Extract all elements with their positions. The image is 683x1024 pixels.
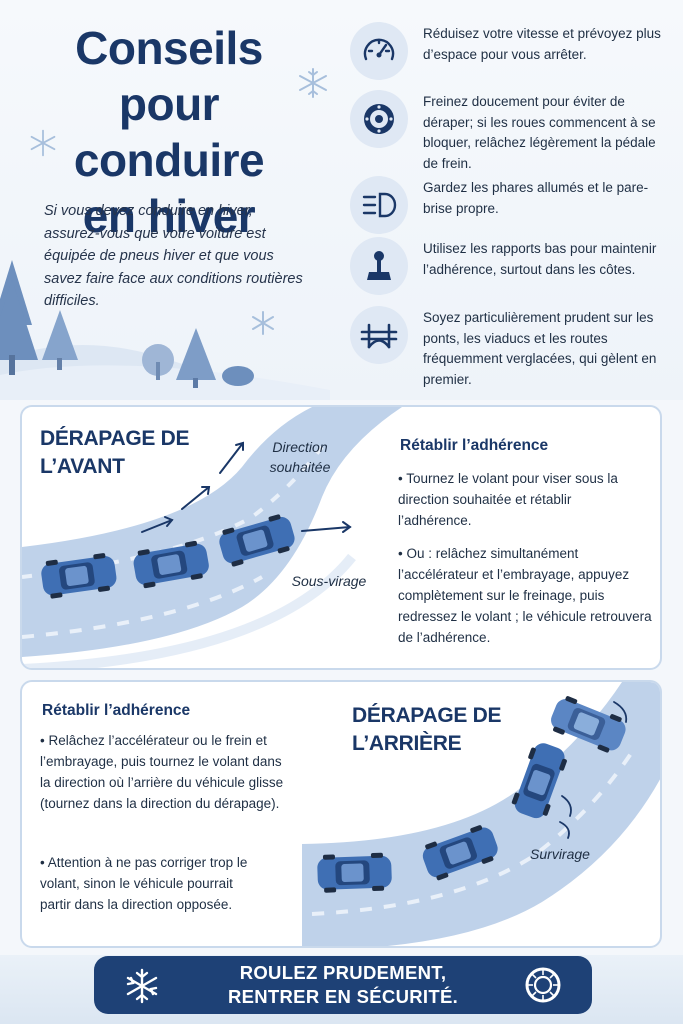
tip-braking: Freinez doucement pour éviter de déraper…	[346, 90, 676, 171]
headlight-icon	[350, 176, 408, 234]
oversteer-road-illustration	[302, 682, 660, 946]
speedometer-icon	[350, 22, 408, 80]
rear-recover-point-2: • Attention à ne pas corriger trop le vo…	[40, 855, 248, 912]
winter-tire-icon	[525, 967, 561, 1003]
front-recover-heading: Rétablir l’adhérence	[400, 437, 549, 454]
tip-low-gears: Utilisez les rapports bas pour maintenir…	[346, 237, 676, 301]
intro-text: Si vous devez conduire en hiver, assurez…	[44, 203, 303, 309]
desired-direction-label: Direction souhaitée	[269, 439, 331, 475]
front-skid-panel: DÉRAPAGE DE L’AVANT Direction souhaitée …	[20, 405, 662, 670]
snowflake-icon	[299, 68, 327, 98]
front-recover-point-1: • Tournez le volant pour viser sous la d…	[398, 471, 618, 528]
title-line-2: conduire	[73, 134, 265, 186]
tip-text: Soyez particulièrement prudent sur les p…	[423, 310, 657, 387]
gear-shift-icon	[350, 237, 408, 295]
rear-skid-title: DÉRAPAGE DE L’ARRIÈRE	[352, 704, 502, 755]
page-title: Conseils pour conduire en hiver	[24, 20, 314, 244]
tip-text: Gardez les phares allumés et le pare-bri…	[423, 180, 649, 216]
brake-disc-icon	[350, 90, 408, 148]
header-background	[0, 0, 683, 400]
rear-skid-panel: Rétablir l’adhérence • Relâchez l’accélé…	[20, 680, 662, 948]
tip-text: Freinez doucement pour éviter de déraper…	[423, 94, 656, 171]
title-line-3: en hiver	[82, 190, 256, 242]
understeer-label: Sous-virage	[291, 573, 367, 589]
banner-text: ROULEZ PRUDEMENT, RENTRER EN SÉCURITÉ.	[227, 962, 459, 1007]
car-icon	[317, 696, 626, 893]
tip-speed: Réduisez votre vitesse et prévoyez plus …	[346, 22, 676, 86]
tip-text: Utilisez les rapports bas pour maintenir…	[423, 241, 657, 277]
front-skid-title: DÉRAPAGE DE L’AVANT	[40, 427, 190, 478]
car-icon	[41, 514, 295, 599]
rear-recover-heading: Rétablir l’adhérence	[42, 702, 191, 719]
winter-landscape-illustration	[0, 260, 330, 400]
understeer-road-illustration	[22, 407, 402, 668]
tip-bridges: Soyez particulièrement prudent sur les p…	[346, 306, 676, 387]
rear-recover-point-1: • Relâchez l’accélérateur ou le frein et…	[40, 733, 284, 811]
front-recover-point-2: • Ou : relâchez simultanément l’accéléra…	[398, 546, 652, 645]
bridge-icon	[350, 306, 408, 364]
oversteer-label: Survirage	[530, 846, 590, 862]
safety-banner: ROULEZ PRUDEMENT, RENTRER EN SÉCURITÉ.	[94, 956, 592, 1014]
snowflake-icon	[30, 129, 56, 157]
title-line-1: Conseils pour	[75, 22, 263, 130]
tip-text: Réduisez votre vitesse et prévoyez plus …	[423, 26, 661, 62]
snowflake-icon	[126, 968, 158, 1004]
tip-lights: Gardez les phares allumés et le pare-bri…	[346, 176, 676, 240]
